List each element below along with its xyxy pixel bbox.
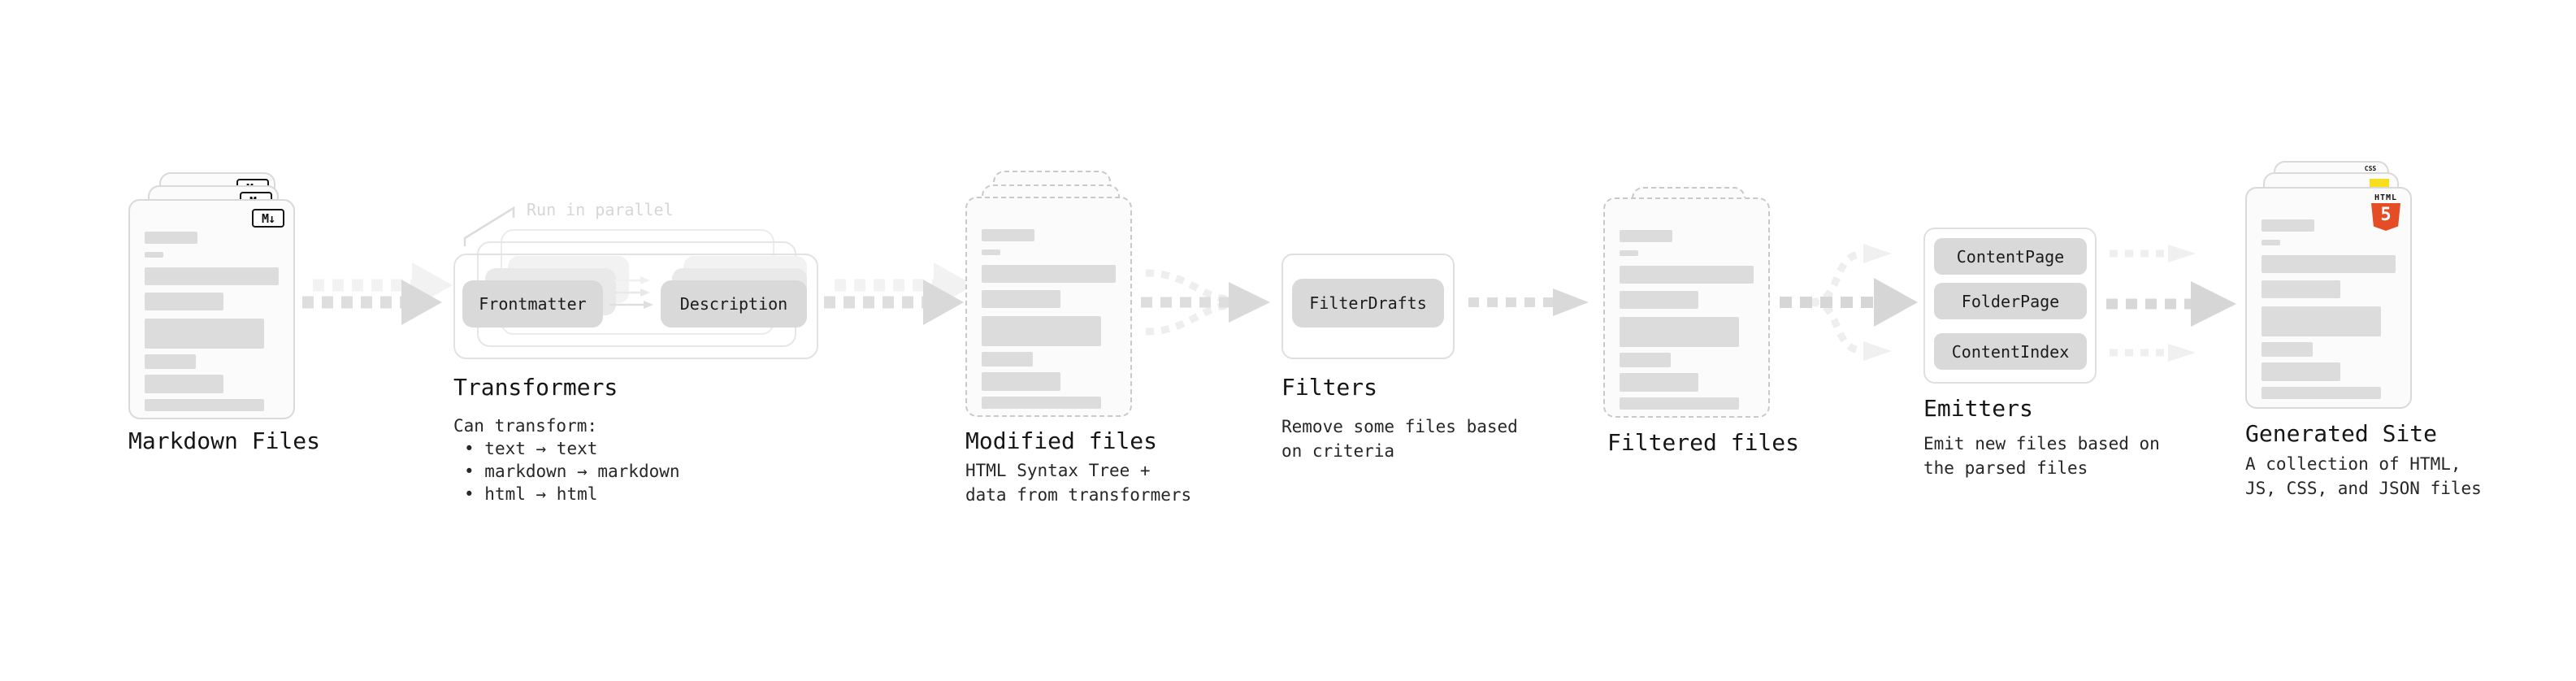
skeleton-text-bar (2262, 387, 2381, 399)
skeleton-text-bar (982, 316, 1101, 346)
skeleton-text-bar (1620, 230, 1672, 242)
skeleton-text-bar (982, 290, 1060, 308)
markdown-file-card-back: M↓ (159, 172, 275, 393)
description-pill-ghost (672, 268, 807, 315)
js-icon (2370, 179, 2389, 187)
filters-subtitle: Remove some files based on criteria (1281, 417, 1518, 461)
skeleton-text-bar (2262, 342, 2313, 357)
transformer-group-box-front (453, 254, 818, 359)
skeleton-text-bar (2262, 255, 2396, 273)
skeleton-text-bar (1620, 291, 1698, 309)
arrow-filters-to-filtered (1468, 288, 1589, 316)
modified-file-card-back (993, 171, 1111, 391)
skeleton-text-bar (145, 267, 279, 285)
arrow-markdown-to-transformers (302, 262, 453, 325)
skeleton-text-bar (145, 252, 163, 258)
transformers-description: Can transform: text → text markdown → ma… (453, 414, 680, 505)
modified-files-subtitle: HTML Syntax Tree + data from transformer… (965, 461, 1192, 505)
skeleton-text-bar (982, 229, 1034, 241)
filtered-files-title: Filtered files (1607, 429, 1800, 456)
filters-box (1281, 254, 1455, 359)
skeleton-text-bar (2262, 219, 2314, 232)
skeleton-text-bar (982, 249, 1000, 255)
skeleton-text-bar (2262, 306, 2381, 336)
modified-files-title: Modified files (965, 427, 1158, 454)
skeleton-text-bar (2262, 362, 2340, 381)
skeleton-text-bar (982, 265, 1116, 283)
generated-file-card-front: HTML 5 (2245, 187, 2412, 409)
modified-file-card-middle (982, 184, 1120, 405)
skeleton-text-bar (145, 354, 196, 369)
emitters-box (1923, 228, 2097, 384)
folderpage-pill: FolderPage (1934, 283, 2087, 319)
frontmatter-pill: Frontmatter (462, 280, 603, 327)
transform-bullet: html → html (453, 483, 680, 505)
skeleton-text-bar (145, 232, 197, 244)
skeleton-text-bar (982, 352, 1033, 367)
transformers-title: Transformers (453, 374, 618, 401)
description-pill: Description (661, 280, 807, 327)
skeleton-text-bar (1620, 373, 1698, 392)
description-pill-ghost (683, 256, 807, 303)
modified-file-card-front (965, 197, 1132, 417)
contentpage-pill: ContentPage (1934, 238, 2087, 275)
skeleton-text-bar (982, 372, 1060, 391)
html5-icon: HTML 5 (2368, 193, 2404, 231)
filterdrafts-pill: FilterDrafts (1292, 279, 1444, 327)
css-icon: CSS (2361, 166, 2379, 176)
arrow-modified-to-filters (1141, 269, 1270, 336)
markdown-files-title: Markdown Files (128, 427, 321, 454)
parallel-note: Run in parallel (527, 200, 674, 219)
skeleton-text-bar (1620, 250, 1638, 256)
filtered-file-card-back (1632, 187, 1746, 407)
filtered-file-card-front (1603, 197, 1770, 418)
generated-file-card-middle (2263, 172, 2399, 393)
markdown-icon: M↓ (240, 192, 272, 210)
transformer-group-box-middle (477, 241, 796, 347)
transformer-group-box-back (501, 229, 774, 335)
frontmatter-pill-ghost (485, 268, 616, 315)
skeleton-text-bar (1620, 317, 1739, 347)
generated-file-card-back: CSS (2274, 161, 2389, 381)
pill-flow-arrows-icon (609, 276, 653, 309)
emitters-title: Emitters (1923, 395, 2033, 422)
skeleton-text-bar (145, 399, 264, 411)
markdown-icon: M↓ (236, 179, 269, 197)
generated-site-title: Generated Site (2245, 420, 2438, 447)
transform-bullet: text → text (453, 437, 680, 460)
skeleton-text-bar (145, 319, 264, 349)
markdown-file-card-front: M↓ (128, 199, 295, 419)
emitters-subtitle: Emit new files based on the parsed files (1923, 434, 2160, 478)
transformers-intro: Can transform: (453, 416, 598, 436)
generated-site-subtitle: A collection of HTML, JS, CSS, and JSON … (2245, 454, 2482, 498)
skeleton-text-bar (982, 397, 1101, 409)
skeleton-text-bar (1620, 397, 1739, 410)
parallel-note-leader-line (463, 206, 515, 246)
contentindex-pill: ContentIndex (1934, 333, 2087, 370)
arrow-emitters-to-generated (2106, 245, 2236, 362)
skeleton-text-bar (1620, 353, 1671, 367)
skeleton-text-bar (145, 293, 223, 310)
markdown-icon: M↓ (252, 209, 284, 228)
frontmatter-pill-ghost (508, 256, 629, 303)
arrow-filtered-to-emitters (1780, 244, 1918, 361)
skeleton-text-bar (2262, 240, 2280, 245)
arrow-transformers-to-modified (824, 262, 974, 325)
skeleton-text-bar (1620, 266, 1754, 284)
markdown-file-card-middle: M↓ (148, 185, 279, 406)
skeleton-text-bar (2262, 280, 2340, 298)
transform-bullet: markdown → markdown (453, 460, 679, 483)
filters-title: Filters (1281, 374, 1378, 401)
skeleton-text-bar (145, 375, 223, 393)
